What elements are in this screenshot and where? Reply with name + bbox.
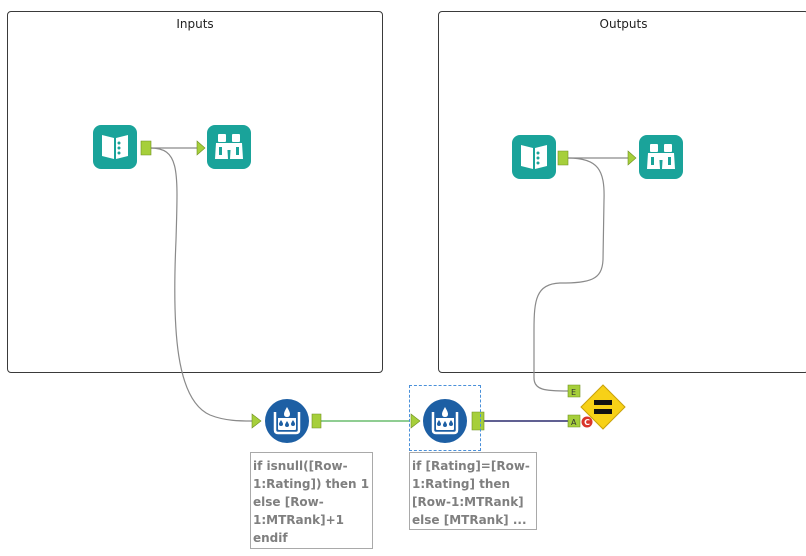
binoculars-icon: [207, 125, 251, 169]
inputs-container-title: Inputs: [176, 17, 214, 31]
outputs-container-title: Outputs: [599, 17, 648, 31]
join-a-anchor: [567, 414, 581, 428]
browse1-input-anchor: [196, 140, 206, 156]
multi-row-formula-icon: [423, 399, 467, 443]
browse-tool[interactable]: [639, 135, 683, 179]
book-icon: [512, 135, 556, 179]
multirow1-input-anchor: [251, 413, 262, 429]
multi-row-formula-icon: [265, 399, 309, 443]
outputs-container[interactable]: Outputs: [438, 11, 806, 373]
multi-row-formula-tool[interactable]: [264, 398, 310, 444]
join-e-anchor: [567, 384, 581, 398]
input-data-tool[interactable]: [93, 125, 137, 169]
input1-output-anchor: [140, 140, 152, 156]
connection-input1-multirow1[interactable]: [149, 147, 253, 422]
join-tool[interactable]: C: [580, 384, 626, 430]
inputs-container[interactable]: Inputs: [7, 11, 383, 373]
book-icon: [93, 125, 137, 169]
equals-icon: [580, 384, 626, 430]
multirow2-annotation: if [Rating]=[Row- 1:Rating] then [Row-1:…: [409, 452, 537, 530]
join-e-anchor-label: E: [571, 388, 576, 397]
multi-row-formula-tool[interactable]: [422, 398, 468, 444]
binoculars-icon: [639, 135, 683, 179]
svg-text:C: C: [584, 418, 590, 427]
multirow1-output-anchor: [311, 413, 322, 429]
selection-box: [409, 385, 481, 451]
browse-tool[interactable]: [207, 125, 251, 169]
browse2-input-anchor: [627, 150, 637, 166]
connection-input2-join-e[interactable]: [533, 157, 605, 392]
input2-output-anchor: [557, 150, 569, 166]
multirow1-annotation: if isnull([Row- 1:Rating]) then 1 else […: [250, 452, 373, 549]
error-icon: C: [581, 416, 593, 428]
join-a-anchor-label: A: [571, 418, 577, 427]
multirow2-input-anchor: [410, 413, 421, 429]
input-data-tool[interactable]: [512, 135, 556, 179]
